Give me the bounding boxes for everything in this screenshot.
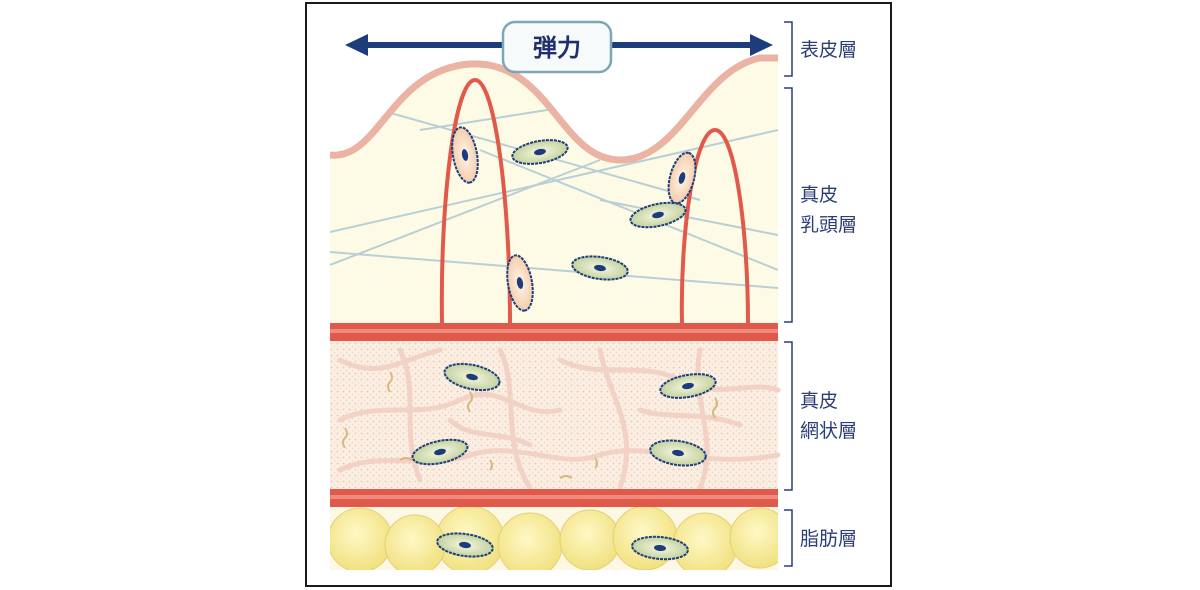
capillary-loops: [439, 77, 750, 324]
label-fat: 脂肪層: [800, 528, 857, 550]
label-reticular-line1: 真皮: [800, 390, 838, 412]
vessel-band-upper: [330, 323, 778, 341]
epidermis-boundary: [329, 54, 778, 164]
elasticity-arrow: 弾力: [345, 20, 773, 74]
label-papillary-line2: 乳頭層: [800, 214, 857, 236]
arrow-left-icon: [345, 34, 368, 56]
arrow-right-icon: [750, 34, 773, 56]
diagram-frame: [305, 2, 892, 587]
layer-brackets: [784, 21, 793, 567]
elasticity-label-box: [501, 20, 613, 74]
papillary-layer: [329, 54, 778, 330]
fiber-fragments: [342, 371, 718, 479]
fibroblast-cells: [411, 126, 717, 561]
reticular-layer: [330, 340, 781, 492]
elastic-fibers: [330, 107, 778, 289]
elasticity-label: 弾力: [533, 34, 581, 62]
fat-layer: [330, 506, 778, 570]
label-epidermis: 表皮層: [800, 39, 857, 61]
label-papillary-line1: 真皮: [800, 184, 838, 206]
label-reticular-line2: 網状層: [800, 420, 857, 442]
vessel-band-lower: [330, 489, 778, 507]
